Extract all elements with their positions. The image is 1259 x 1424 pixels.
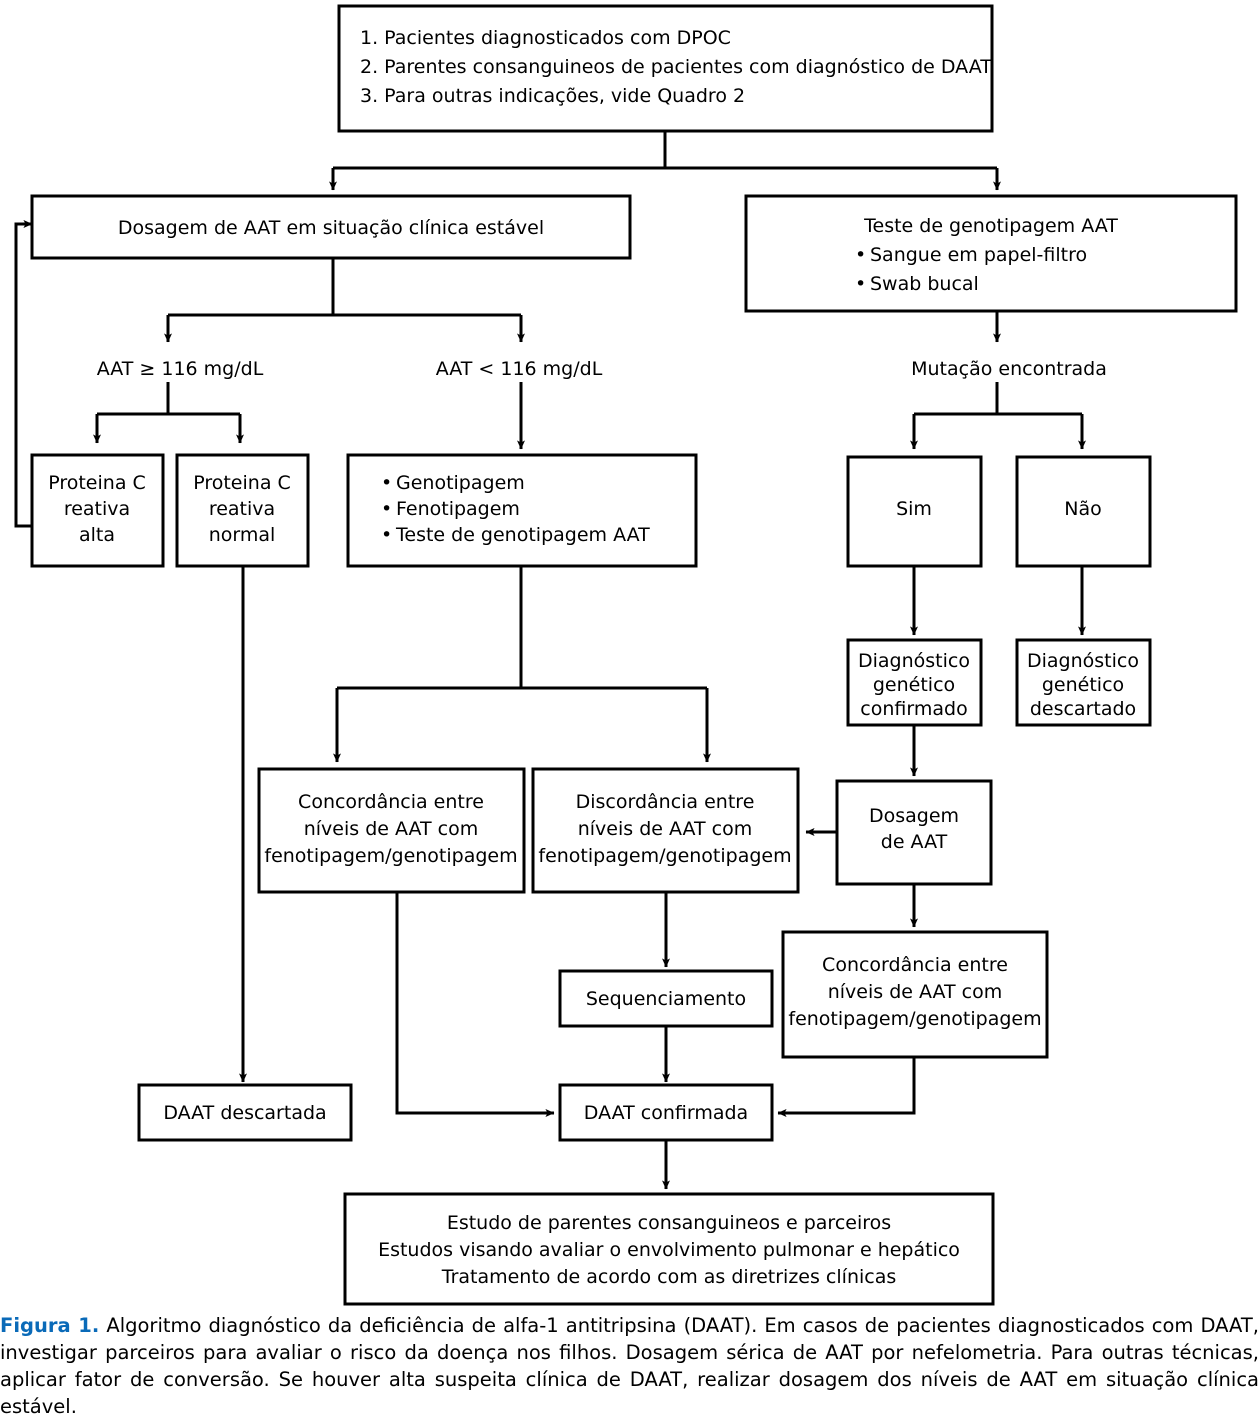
- dosagem-aat-line-1: Dosagem: [869, 805, 959, 827]
- flowchart-diagram: 1. Pacientes diagnosticados com DPOC 2. …: [14, 4, 1238, 1306]
- pcr-alta-line-2: reativa: [64, 498, 130, 520]
- edge-concordanciadir-to-confirmada: [777, 1057, 916, 1117]
- node-sim[interactable]: Sim: [846, 455, 983, 568]
- concordancia-dir-line-2: níveis de AAT com: [828, 981, 1003, 1003]
- teste-genotipagem-item-2: Swab bucal: [870, 273, 979, 295]
- edge-concordanciaesq-to-confirmada: [395, 892, 555, 1117]
- testes-item-1: Genotipagem: [396, 472, 525, 494]
- discordancia-line-1: Discordância entre: [576, 791, 755, 813]
- edge-testes-split: [337, 566, 707, 762]
- edge-dosagem-split: [168, 258, 521, 342]
- concordancia-esq-line-1: Concordância entre: [298, 791, 484, 813]
- bullet-icon: •: [381, 472, 392, 494]
- dx-descartado-line-1: Diagnóstico: [1027, 650, 1139, 672]
- indications-line-1: 1. Pacientes diagnosticados com DPOC: [360, 27, 731, 49]
- daat-confirmada-text: DAAT confirmada: [584, 1102, 748, 1124]
- node-sequenciamento[interactable]: Sequenciamento: [558, 969, 774, 1028]
- discordancia-line-3: fenotipagem/genotipagem: [538, 845, 791, 867]
- conduta-line-1: Estudo de parentes consanguineos e parce…: [447, 1212, 891, 1234]
- indications-line-2: 2. Parentes consanguineos de pacientes c…: [360, 56, 992, 78]
- node-indications[interactable]: 1. Pacientes diagnosticados com DPOC 2. …: [337, 4, 994, 133]
- edge-aatalto-split: [97, 382, 240, 443]
- testes-item-2: Fenotipagem: [396, 498, 520, 520]
- node-conduta[interactable]: Estudo de parentes consanguineos e parce…: [343, 1192, 995, 1306]
- dosagem-aat-line-2: de AAT: [881, 831, 948, 853]
- concordancia-esq-line-2: níveis de AAT com: [304, 818, 479, 840]
- dosagem-estavel-text: Dosagem de AAT em situação clínica estáv…: [118, 217, 544, 239]
- daat-descartada-text: DAAT descartada: [163, 1102, 326, 1124]
- node-teste-genotipagem[interactable]: Teste de genotipagem AAT • Sangue em pap…: [744, 194, 1238, 313]
- pcr-alta-line-1: Proteina C: [48, 472, 146, 494]
- concordancia-esq-line-3: fenotipagem/genotipagem: [264, 845, 517, 867]
- pcr-alta-line-3: alta: [79, 524, 115, 546]
- nao-text: Não: [1064, 498, 1101, 520]
- node-dx-confirmado[interactable]: Diagnóstico genético confirmado: [846, 638, 983, 727]
- node-concordancia-esquerda[interactable]: Concordância entre níveis de AAT com fen…: [257, 767, 526, 894]
- node-pcr-alta[interactable]: Proteina C reativa alta: [30, 453, 165, 568]
- dx-confirmado-line-1: Diagnóstico: [858, 650, 970, 672]
- dx-descartado-line-3: descartado: [1030, 698, 1136, 720]
- figure-caption: Figura 1. Algoritmo diagnóstico da defic…: [0, 1312, 1259, 1420]
- conduta-line-3: Tratamento de acordo com as diretrizes c…: [441, 1266, 897, 1288]
- edge-mutacao-split: [914, 382, 1082, 449]
- testes-item-3: Teste de genotipagem AAT: [395, 524, 650, 546]
- teste-genotipagem-item-1: Sangue em papel-filtro: [870, 244, 1087, 266]
- node-dosagem-estavel[interactable]: Dosagem de AAT em situação clínica estáv…: [30, 194, 632, 260]
- edge-pcralta-feedback-to-dosagem: [14, 220, 33, 528]
- pcr-normal-line-1: Proteina C: [193, 472, 291, 494]
- concordancia-dir-line-3: fenotipagem/genotipagem: [788, 1008, 1041, 1030]
- label-mutacao: Mutação encontrada: [911, 358, 1107, 380]
- sim-text: Sim: [896, 498, 932, 520]
- node-pcr-normal[interactable]: Proteina C reativa normal: [175, 453, 310, 568]
- node-daat-confirmada[interactable]: DAAT confirmada: [558, 1083, 774, 1142]
- indications-line-3: 3. Para outras indicações, vide Quadro 2: [360, 85, 745, 107]
- node-testes[interactable]: • Genotipagem • Fenotipagem • Teste de g…: [346, 453, 698, 568]
- node-discordancia[interactable]: Discordância entre níveis de AAT com fen…: [531, 767, 800, 894]
- concordancia-dir-line-1: Concordância entre: [822, 954, 1008, 976]
- bullet-icon: •: [855, 244, 866, 266]
- node-daat-descartada[interactable]: DAAT descartada: [137, 1083, 353, 1142]
- dx-confirmado-line-3: confirmado: [860, 698, 967, 720]
- dx-descartado-line-2: genético: [1042, 674, 1124, 696]
- sequenciamento-text: Sequenciamento: [586, 988, 746, 1010]
- bullet-icon: •: [381, 524, 392, 546]
- node-dx-descartado[interactable]: Diagnóstico genético descartado: [1015, 638, 1152, 727]
- figure-caption-text: Algoritmo diagnóstico da deficiência de …: [0, 1314, 1259, 1418]
- conduta-line-2: Estudos visando avaliar o envolvimento p…: [378, 1239, 960, 1261]
- node-dosagem-aat[interactable]: Dosagem de AAT: [835, 779, 993, 886]
- teste-genotipagem-title: Teste de genotipagem AAT: [863, 215, 1118, 237]
- edge-indications-split: [333, 131, 997, 190]
- pcr-normal-line-3: normal: [209, 524, 276, 546]
- label-aat-baixo: AAT < 116 mg/dL: [436, 358, 603, 380]
- figure-label: Figura 1.: [0, 1314, 100, 1337]
- node-nao[interactable]: Não: [1015, 455, 1152, 568]
- bullet-icon: •: [855, 273, 866, 295]
- node-concordancia-direita[interactable]: Concordância entre níveis de AAT com fen…: [781, 930, 1049, 1059]
- dx-confirmado-line-2: genético: [873, 674, 955, 696]
- discordancia-line-2: níveis de AAT com: [578, 818, 753, 840]
- bullet-icon: •: [381, 498, 392, 520]
- label-aat-alto: AAT ≥ 116 mg/dL: [97, 358, 264, 380]
- pcr-normal-line-2: reativa: [209, 498, 275, 520]
